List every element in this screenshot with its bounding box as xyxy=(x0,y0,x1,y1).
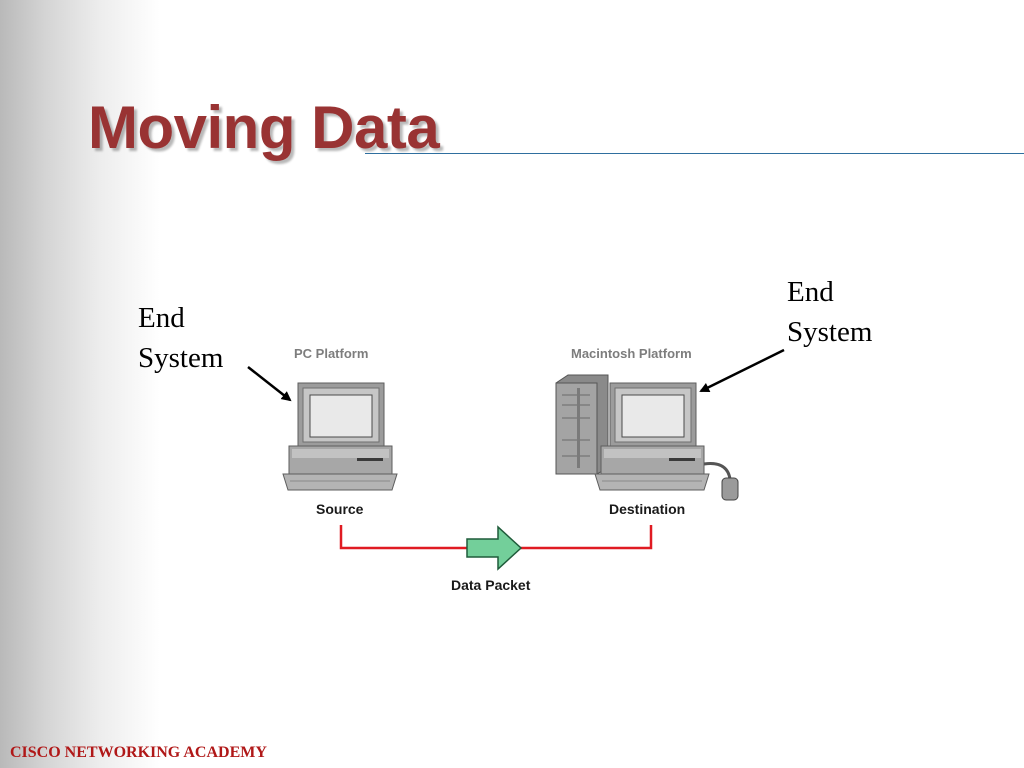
packet-arrow-icon xyxy=(466,525,523,571)
end-system-label-right: End System xyxy=(787,272,872,352)
destination-label: Destination xyxy=(609,501,685,517)
pointer-arrow-right xyxy=(699,348,785,393)
mouse-icon xyxy=(703,462,739,501)
tower-icon xyxy=(555,374,609,475)
mac-computer-icon xyxy=(594,382,710,491)
end-system-left-line2: System xyxy=(138,342,224,374)
footer-brand: CISCO NETWORKING ACADEMY xyxy=(10,744,267,761)
mac-platform-label: Macintosh Platform xyxy=(571,346,692,361)
data-packet-label: Data Packet xyxy=(451,577,531,593)
end-system-label-left: End System xyxy=(138,298,223,378)
source-label: Source xyxy=(316,501,364,517)
slide-title: Moving Data xyxy=(88,94,440,161)
pc-platform-label: PC Platform xyxy=(294,346,368,361)
pointer-arrow-left xyxy=(247,366,292,402)
pc-computer-icon xyxy=(282,382,398,491)
end-system-left-line1: End xyxy=(138,302,185,334)
title-rule xyxy=(365,153,1024,154)
end-system-right-line1: End xyxy=(787,276,834,308)
end-system-right-line2: System xyxy=(787,316,873,348)
